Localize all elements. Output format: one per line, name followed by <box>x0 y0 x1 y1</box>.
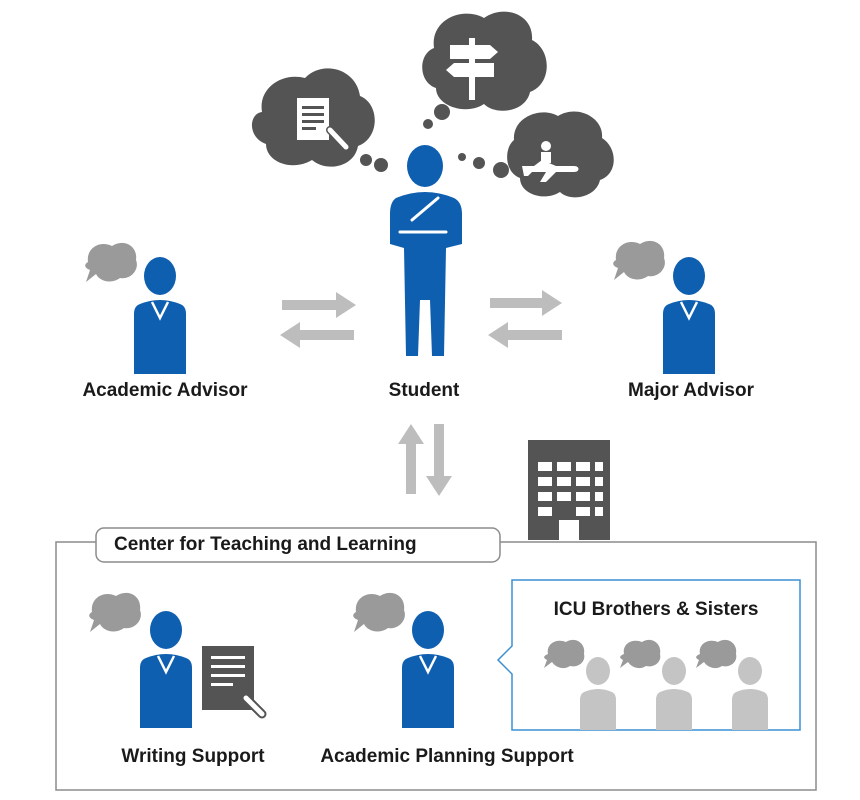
arrows-right <box>488 290 562 348</box>
major-advisor-figure <box>663 257 715 374</box>
peer-group <box>544 639 768 730</box>
student-arm-lines <box>398 196 448 234</box>
speech-bubble-academic-planning <box>353 592 405 632</box>
peer-2 <box>620 639 692 730</box>
peer-3 <box>696 639 768 730</box>
arrows-left <box>280 292 356 348</box>
peer-1 <box>544 639 616 730</box>
academic-planning-figure <box>402 611 454 728</box>
major-advisor-collar <box>679 301 699 321</box>
peers-title: ICU Brothers & Sisters <box>553 599 759 620</box>
writing-document-icon <box>202 646 267 719</box>
speech-bubble-major-advisor <box>613 240 665 280</box>
writing-support-figure <box>140 611 192 728</box>
speech-bubble-academic-advisor <box>85 242 137 282</box>
thought-bubble-airplane <box>458 111 614 198</box>
academic-advisor-collar <box>150 301 170 321</box>
writing-support-label: Writing Support <box>121 746 265 767</box>
academic-planning-collar <box>418 655 438 675</box>
student-label: Student <box>388 380 460 401</box>
document-pen-icon <box>297 98 350 151</box>
speech-bubble-writing-support <box>89 592 141 632</box>
center-title: Center for Teaching and Learning <box>114 534 417 555</box>
academic-advisor-label: Academic Advisor <box>82 380 248 401</box>
airplane-travel-icon <box>522 141 579 182</box>
center-title-tab <box>95 527 501 563</box>
academic-planning-support-label: Academic Planning Support <box>320 746 574 767</box>
writing-support-collar <box>156 655 176 675</box>
signpost-icon <box>446 38 498 100</box>
student-figure <box>390 145 462 356</box>
arrows-vertical <box>398 424 452 496</box>
building-icon <box>528 440 610 540</box>
major-advisor-label: Major Advisor <box>628 380 754 401</box>
thought-bubble-signpost <box>422 11 547 129</box>
academic-advisor-figure <box>134 257 186 374</box>
